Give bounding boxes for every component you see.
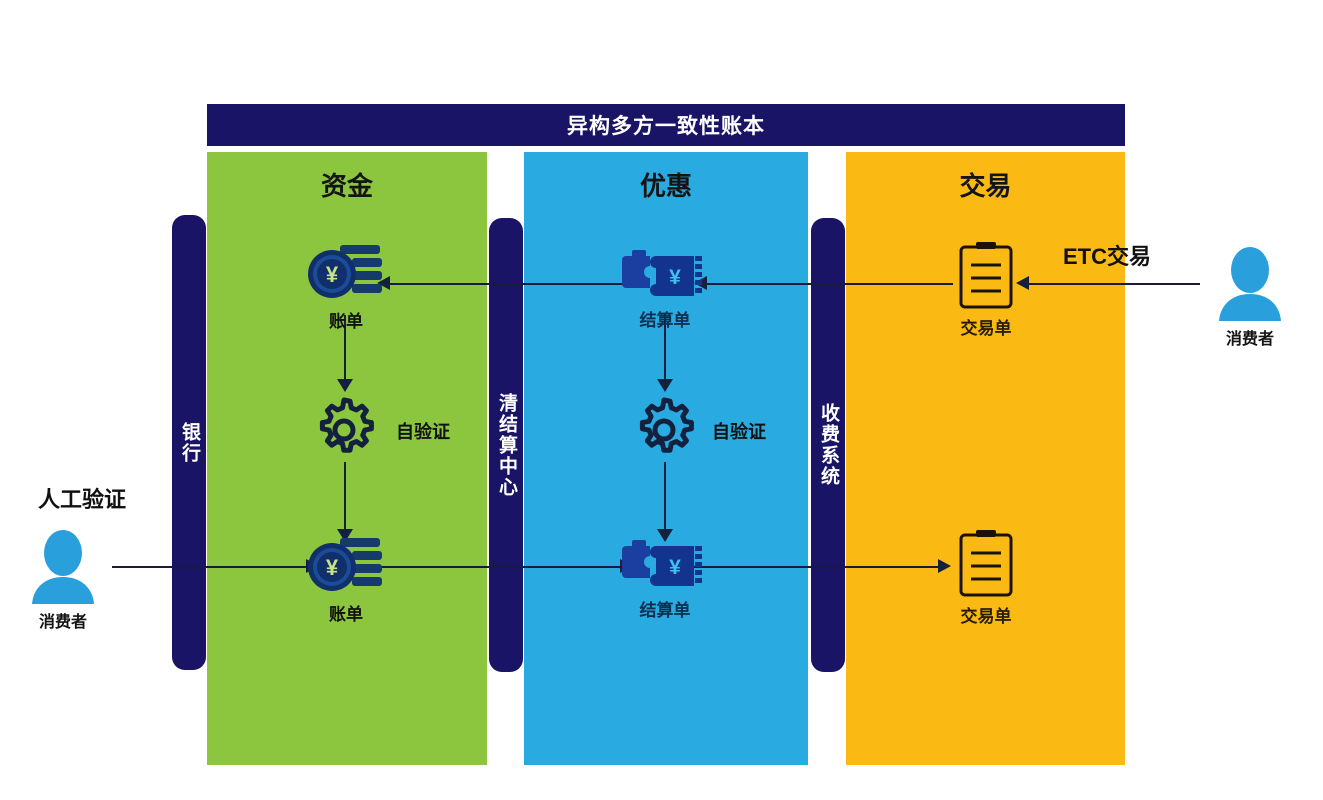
node-trade-order-bottom-label: 交易单 xyxy=(960,607,1012,626)
flow-arrow-consumer-to-trade xyxy=(1016,276,1029,290)
column-funds: 资金 xyxy=(207,152,487,765)
person-icon xyxy=(1219,247,1281,321)
flow-line-funds-to-promo xyxy=(370,566,624,568)
flow-line-promo-gear-to-settlement xyxy=(664,462,666,534)
flow-arrow-promo-settlement-to-gear xyxy=(657,379,673,392)
svg-text:¥: ¥ xyxy=(669,556,681,579)
node-promo-self-verify xyxy=(631,397,697,463)
actor-consumer-left: 消费者 xyxy=(13,529,113,632)
node-trade-order-bottom: 交易单 xyxy=(950,528,1022,627)
node-trade-order-top-label: 交易单 xyxy=(960,319,1012,338)
column-funds-title: 资金 xyxy=(320,171,373,201)
flow-arrow-promo-to-trade xyxy=(938,559,951,573)
label-promo-self-verify: 自验证 xyxy=(712,422,766,442)
node-funds-bill-top-label: 账单 xyxy=(329,312,363,331)
node-promo-settlement-bottom-label: 结算单 xyxy=(639,601,691,620)
column-promo-title: 优惠 xyxy=(639,171,692,201)
actor-consumer-left-label: 消费者 xyxy=(38,614,87,631)
flow-arrow-promo-gear-to-settlement xyxy=(657,529,673,542)
node-funds-bill-bottom-label: 账单 xyxy=(329,605,363,624)
node-promo-settlement-top-label: 结算单 xyxy=(639,311,691,330)
flow-line-consumer-to-trade xyxy=(1025,283,1200,285)
flow-line-promo-to-funds xyxy=(386,283,635,285)
clipboard-icon xyxy=(959,242,1013,309)
voucher-yen-icon: ¥ xyxy=(622,250,702,296)
label-funds-self-verify: 自验证 xyxy=(396,422,450,442)
column-trade: 交易 xyxy=(846,152,1125,765)
flow-line-trade-to-promo xyxy=(703,283,953,285)
lane-toll-label: 收费系统 xyxy=(817,403,839,487)
lane-bank-label: 银行 xyxy=(178,421,200,464)
ledger-banner-title: 异构多方一致性账本 xyxy=(567,115,765,138)
ledger-banner: 异构多方一致性账本 xyxy=(207,104,1125,146)
annotation-manual-verification: 人工验证 xyxy=(38,487,127,512)
lane-clearing: 清结算中心 xyxy=(489,218,523,672)
lane-bank: 银行 xyxy=(172,215,206,670)
clipboard-icon xyxy=(959,530,1013,597)
lane-clearing-label: 清结算中心 xyxy=(495,392,517,498)
flow-line-promo-to-trade xyxy=(690,566,942,568)
annotation-etc-transaction: ETC交易 xyxy=(1063,244,1152,269)
coin-yen-bill-icon: ¥ xyxy=(308,538,382,591)
node-funds-self-verify xyxy=(311,397,377,463)
gear-icon xyxy=(639,397,694,453)
flow-arrow-funds-bill-to-gear xyxy=(337,379,353,392)
flow-line-funds-gear-to-bill xyxy=(344,462,346,534)
svg-text:¥: ¥ xyxy=(326,555,339,580)
voucher-yen-icon: ¥ xyxy=(622,540,702,586)
node-promo-settlement-bottom: ¥ 结算单 xyxy=(622,538,708,621)
column-promo: 优惠 xyxy=(524,152,808,765)
svg-text:¥: ¥ xyxy=(326,262,339,287)
flow-line-promo-settlement-to-gear xyxy=(664,315,666,383)
flow-line-consumer-to-funds xyxy=(112,566,310,568)
actor-consumer-right: 消费者 xyxy=(1200,246,1300,349)
svg-text:¥: ¥ xyxy=(669,266,681,289)
coin-yen-bill-icon: ¥ xyxy=(308,245,382,298)
flow-line-funds-bill-to-gear xyxy=(344,315,346,383)
column-trade-title: 交易 xyxy=(959,171,1012,201)
node-trade-order-top: 交易单 xyxy=(950,240,1022,339)
node-promo-settlement-top: ¥ 结算单 xyxy=(622,248,708,331)
person-icon xyxy=(32,530,94,604)
node-funds-bill-top: ¥ 账单 xyxy=(300,243,392,332)
node-funds-bill-bottom: ¥ 账单 xyxy=(300,536,392,625)
lane-toll: 收费系统 xyxy=(811,218,845,672)
actor-consumer-right-label: 消费者 xyxy=(1225,331,1274,348)
gear-icon xyxy=(319,397,374,453)
